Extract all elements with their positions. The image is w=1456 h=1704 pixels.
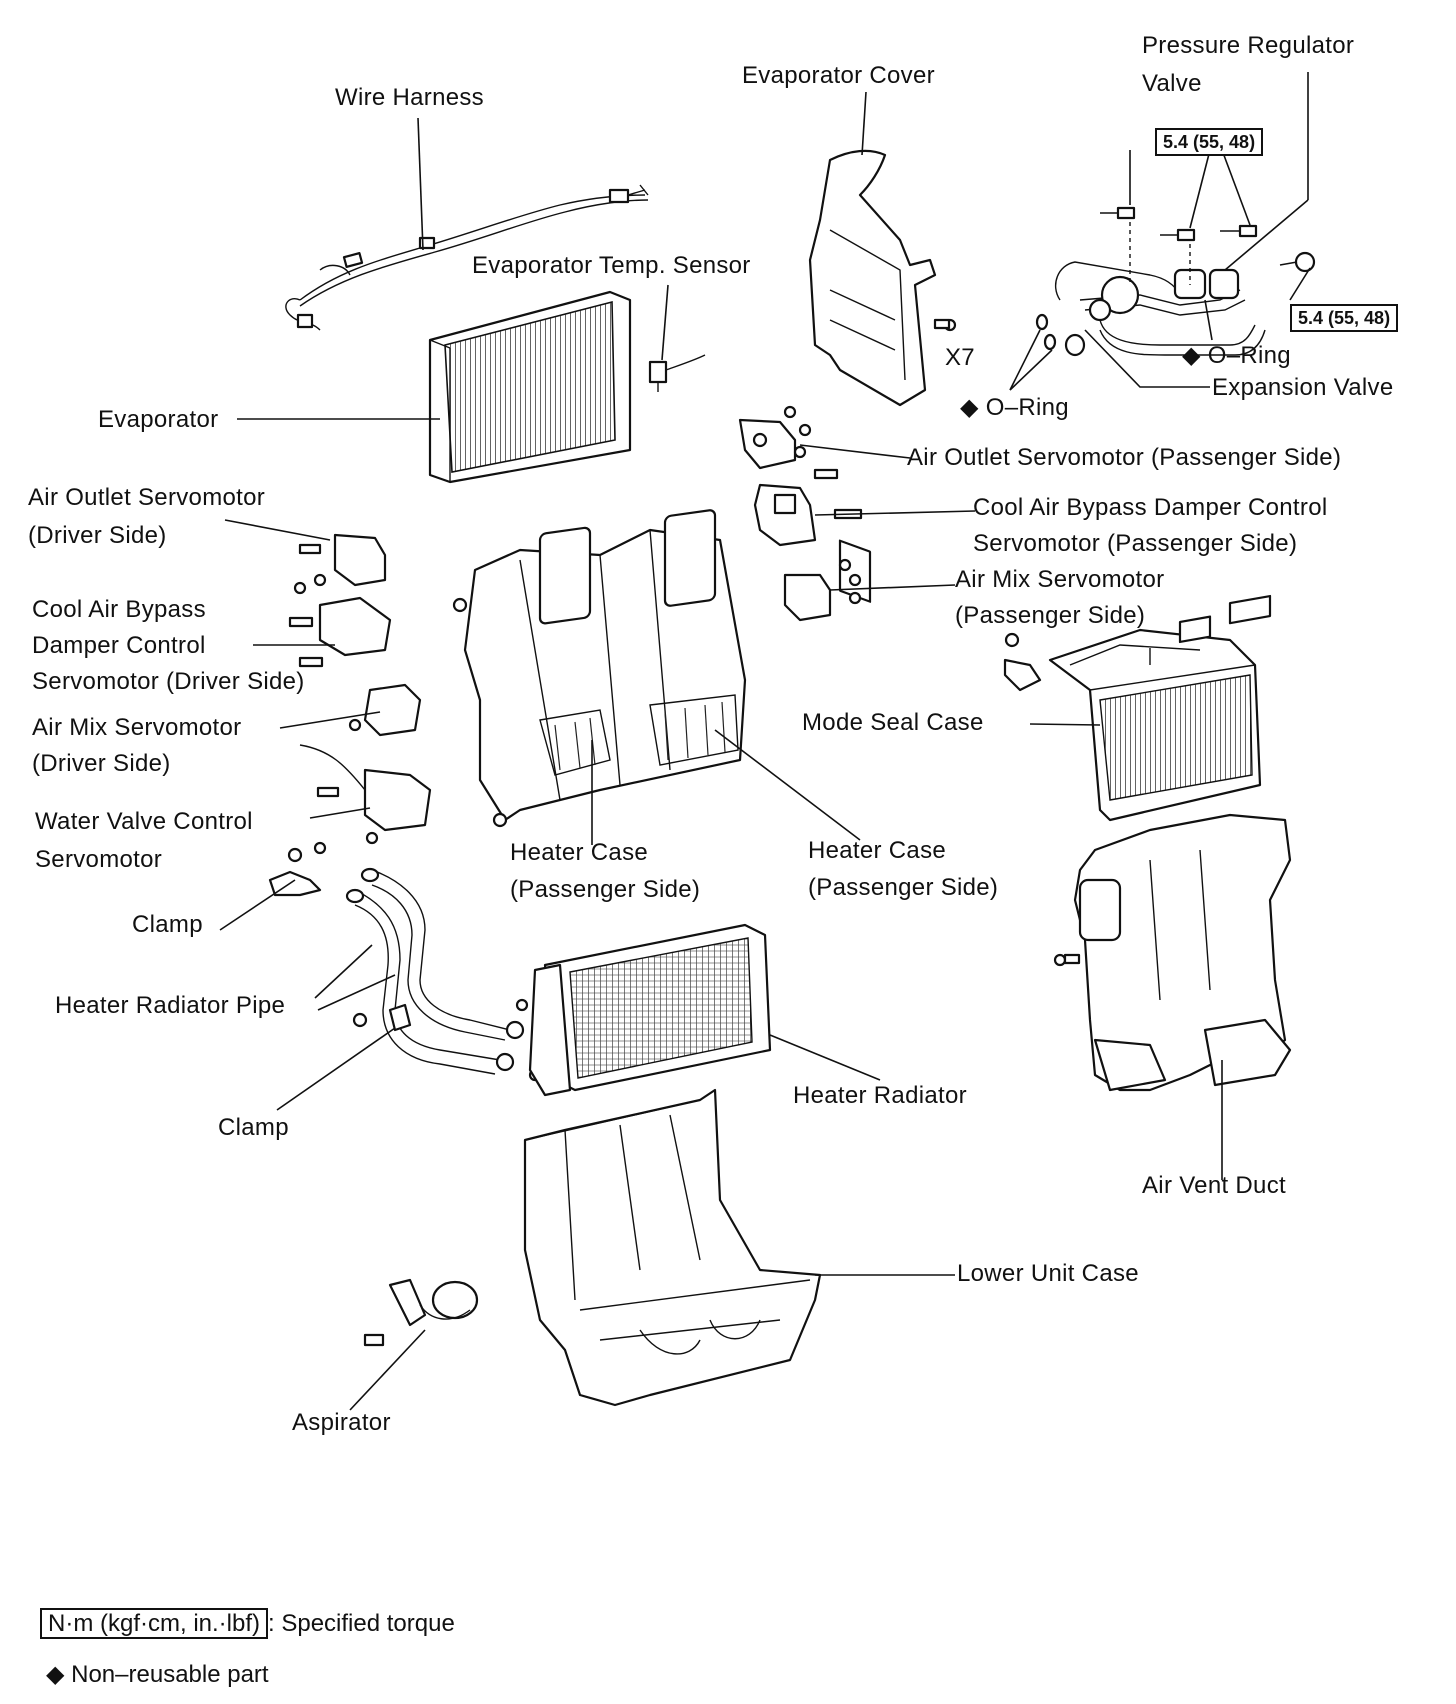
label-air-outlet-servo-driver: Air Outlet Servomotor xyxy=(28,484,266,511)
wire-harness-part xyxy=(285,184,649,331)
label-air-vent-duct: Air Vent Duct xyxy=(1142,1172,1286,1199)
label-air-outlet-servo-driver-side: (Driver Side) xyxy=(28,522,167,549)
lower-unit-case-part xyxy=(523,1088,822,1407)
label-expansion-valve: Expansion Valve xyxy=(1212,374,1394,401)
label-evaporator-cover: Evaporator Cover xyxy=(742,62,935,89)
label-pressure-regulator: Pressure Regulator xyxy=(1142,32,1355,59)
leader-lines xyxy=(219,72,1311,1411)
expansion-valve-assembly-part xyxy=(1035,206,1316,357)
legend-torque-text: : Specified torque xyxy=(268,1610,455,1637)
label-cool-air-bypass-driver-side: Servomotor (Driver Side) xyxy=(32,668,305,695)
torque-spec-right: 5.4 (55, 48) xyxy=(1290,304,1399,332)
label-heater-case-right-side: (Passenger Side) xyxy=(808,874,999,901)
label-x7: X7 xyxy=(945,344,975,371)
label-heater-case-left: Heater Case xyxy=(510,839,649,866)
label-wire-harness: Wire Harness xyxy=(335,84,484,111)
label-aspirator: Aspirator xyxy=(292,1409,391,1436)
mode-seal-case-part xyxy=(1003,628,1262,822)
driver-servomotors-part xyxy=(268,533,432,897)
label-air-outlet-servo-passenger: Air Outlet Servomotor (Passenger Side) xyxy=(907,444,1342,471)
aspirator-part xyxy=(363,1278,479,1347)
label-heater-case-left-side: (Passenger Side) xyxy=(510,876,701,903)
evaporator-temp-sensor-part xyxy=(648,354,706,392)
legend-torque: N·m (kgf·cm, in.·lbf): Specified torque xyxy=(40,1608,455,1639)
label-air-mix-servo-driver-side: (Driver Side) xyxy=(32,750,171,777)
evaporator-cover-part xyxy=(808,149,957,603)
label-clamp-upper: Clamp xyxy=(132,911,203,938)
label-evaporator-temp-sensor: Evaporator Temp. Sensor xyxy=(472,252,751,279)
label-water-valve-servo: Water Valve Control xyxy=(35,808,253,835)
label-cool-air-bypass-driver: Cool Air Bypass xyxy=(32,596,206,623)
legend-non-reusable: ◆ Non–reusable part xyxy=(46,1661,269,1688)
label-water-valve-servomotor: Servomotor xyxy=(35,846,163,873)
legend-torque-unit: N·m (kgf·cm, in.·lbf) xyxy=(40,1608,268,1639)
label-evaporator: Evaporator xyxy=(98,406,219,433)
label-mode-seal-case: Mode Seal Case xyxy=(802,709,984,736)
label-pressure-regulator-valve: Valve xyxy=(1142,70,1202,97)
label-clamp-lower: Clamp xyxy=(218,1114,289,1141)
label-heater-radiator-pipe: Heater Radiator Pipe xyxy=(55,992,286,1019)
heater-case-part xyxy=(452,509,747,828)
label-heater-radiator: Heater Radiator xyxy=(793,1082,967,1109)
air-vent-duct-part xyxy=(1053,594,1292,1092)
label-cool-air-bypass-passenger: Cool Air Bypass Damper Control xyxy=(973,494,1328,521)
evaporator-part xyxy=(428,290,632,484)
label-o-ring-right: ◆ O–Ring xyxy=(1182,342,1291,369)
heater-radiator-part xyxy=(528,923,772,1097)
torque-spec-upper: 5.4 (55, 48) xyxy=(1155,128,1264,156)
label-cool-air-bypass-driver-damper: Damper Control xyxy=(32,632,206,659)
label-lower-unit-case: Lower Unit Case xyxy=(957,1260,1139,1287)
label-air-mix-servo-passenger: Air Mix Servomotor xyxy=(955,566,1165,593)
label-air-mix-servo-passenger-side: (Passenger Side) xyxy=(955,602,1146,629)
label-heater-case-right: Heater Case xyxy=(808,837,947,864)
label-o-ring-left: ◆ O–Ring xyxy=(960,394,1069,421)
label-air-mix-servo-driver: Air Mix Servomotor xyxy=(32,714,242,741)
label-cool-air-bypass-passenger-side: Servomotor (Passenger Side) xyxy=(973,530,1298,557)
